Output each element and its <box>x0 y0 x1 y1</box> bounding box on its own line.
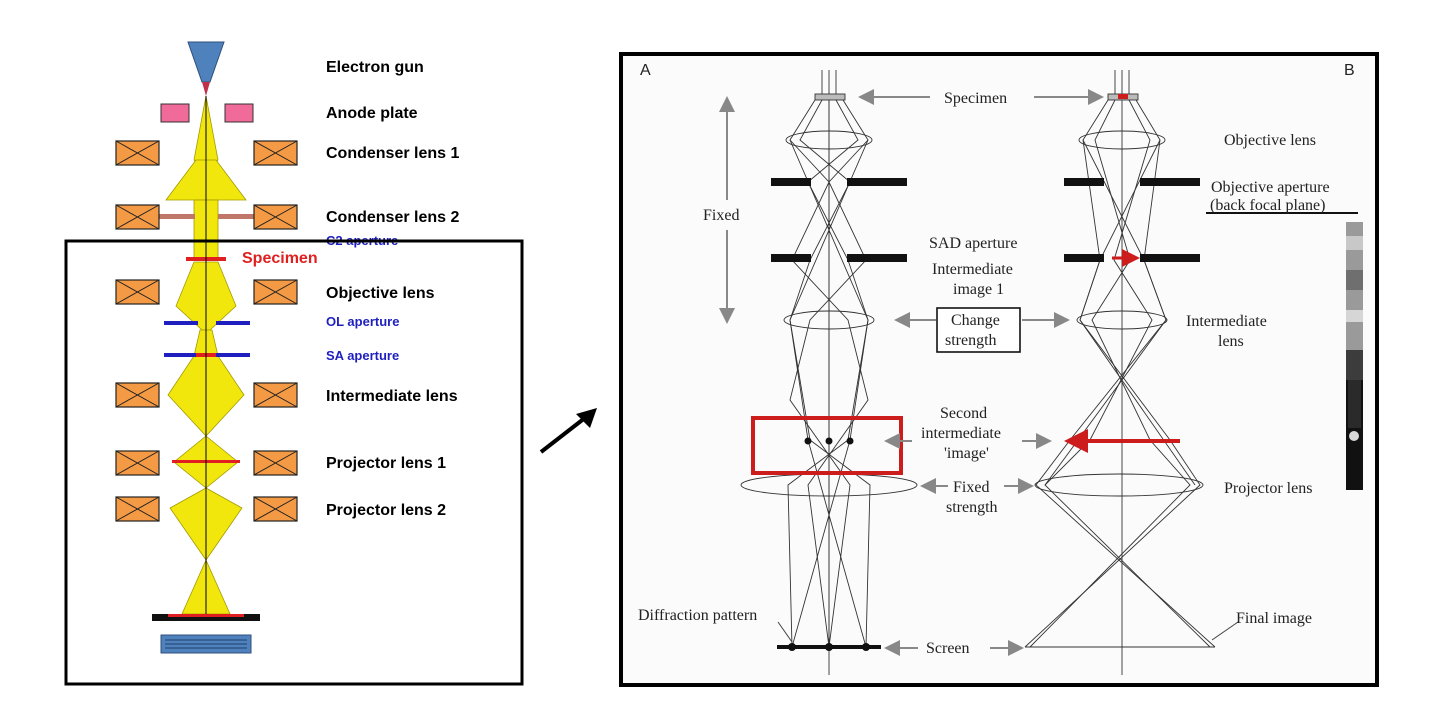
right-ray-diagram-panel: A B <box>619 52 1379 687</box>
label-anode-plate: Anode plate <box>326 105 418 122</box>
screen-plate <box>152 614 260 621</box>
change-strength-box <box>936 307 1021 353</box>
sa-aperture-right <box>216 353 250 357</box>
final-image-pointer <box>1211 621 1239 641</box>
second-image-highlight <box>751 416 903 475</box>
label-condenser-lens-1: Condenser lens 1 <box>326 145 459 162</box>
label-fixed-strength-2: strength <box>946 499 998 516</box>
micrograph-strip <box>1346 222 1363 490</box>
label-second: Second <box>940 405 987 422</box>
diffraction-pointer <box>777 621 793 643</box>
label-fixed-strength-1: Fixed <box>953 479 989 496</box>
label-screen: Screen <box>926 640 970 657</box>
apertures-column-b <box>1064 178 1200 262</box>
label-intermediate-lens-right-1: Intermediate <box>1186 313 1267 330</box>
label-objective-lens-right: Objective lens <box>1224 132 1316 149</box>
electron-gun-icon <box>187 41 225 83</box>
label-final-image: Final image <box>1236 610 1312 627</box>
projector-lens-2-coils <box>115 496 298 522</box>
anode-plate-right <box>224 103 254 123</box>
specimen-mark-b <box>1118 94 1128 99</box>
zoom-arrow-icon <box>539 408 597 454</box>
label-ol-aperture: OL aperture <box>326 314 399 329</box>
left-tem-column: Electron gun Anode plate Condenser lens … <box>64 41 524 686</box>
ol-aperture-left <box>164 321 198 325</box>
label-sad-aperture: SAD aperture <box>929 235 1017 252</box>
apertures-column-a <box>771 178 907 651</box>
panel-label-b: B <box>1344 62 1355 79</box>
ray-column-b <box>1024 70 1216 675</box>
label-back-focal-plane: (back focal plane) <box>1210 197 1325 214</box>
label-sa-aperture: SA aperture <box>326 348 399 363</box>
label-change: Change <box>951 312 1000 329</box>
label-fixed: Fixed <box>703 207 739 224</box>
ray-column-a <box>740 70 918 675</box>
label-objective-aperture: Objective aperture <box>1211 179 1330 196</box>
objective-lens-coils <box>115 279 298 305</box>
label-second-intermediate: intermediate <box>921 425 1001 442</box>
label-condenser-lens-2: Condenser lens 2 <box>326 209 459 226</box>
projector-lens-1-coils <box>115 450 298 476</box>
label-projector-lens-1: Projector lens 1 <box>326 455 446 472</box>
label-intermediate-image-1b: image 1 <box>953 281 1004 298</box>
label-objective-lens-left: Objective lens <box>326 285 435 302</box>
condenser-lens-1-coils <box>115 140 298 166</box>
ol-aperture-right <box>216 321 250 325</box>
gun-tip <box>202 82 210 96</box>
panel-label-a: A <box>640 62 651 79</box>
anode-plate-left <box>160 103 190 123</box>
right-panel-frame <box>619 52 1379 687</box>
label-intermediate-lens-right-2: lens <box>1218 333 1244 350</box>
sa-aperture-left <box>164 353 198 357</box>
detector-icon <box>160 634 252 654</box>
screen-image-mark <box>168 614 244 617</box>
condenser-lens-2-coils <box>115 204 298 230</box>
intermediate-lens-coils <box>115 382 298 408</box>
label-projector-lens-right: Projector lens <box>1224 480 1312 497</box>
label-image-quote: 'image' <box>944 445 989 462</box>
label-specimen-left: Specimen <box>242 250 318 267</box>
label-intermediate-lens-left: Intermediate lens <box>326 388 458 405</box>
label-specimen-right: Specimen <box>944 90 1007 107</box>
label-diffraction-pattern: Diffraction pattern <box>638 607 757 624</box>
label-electron-gun: Electron gun <box>326 59 424 76</box>
label-projector-lens-2: Projector lens 2 <box>326 502 446 519</box>
zoom-region-box <box>64 239 524 686</box>
label-strength: strength <box>945 332 997 349</box>
label-intermediate-image-1a: Intermediate <box>932 261 1013 278</box>
